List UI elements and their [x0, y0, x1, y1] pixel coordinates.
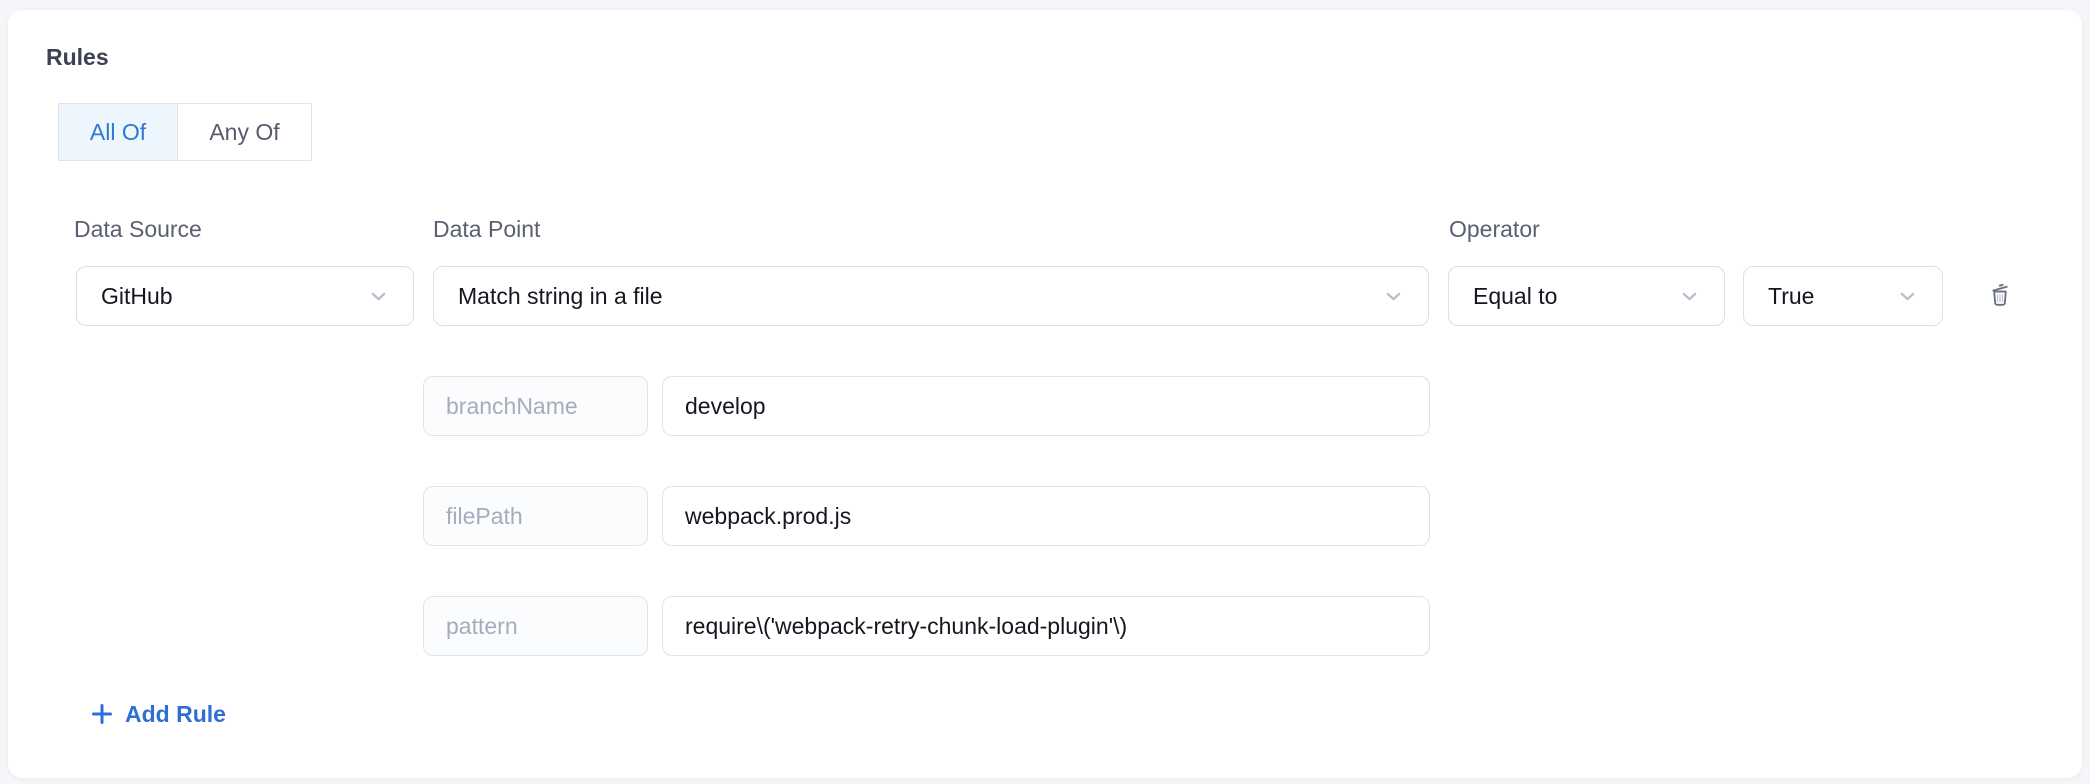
- operator-expected-value-select[interactable]: True: [1743, 266, 1943, 326]
- param-key-branchname: branchName: [423, 376, 648, 436]
- data-point-value: Match string in a file: [458, 282, 663, 309]
- add-rule-label: Add Rule: [125, 701, 226, 727]
- match-mode-toggle: All Of Any Of: [58, 103, 312, 161]
- data-point-label: Data Point: [433, 216, 541, 242]
- chevron-down-icon: [1679, 286, 1700, 307]
- toggle-all-of[interactable]: All Of: [59, 104, 178, 160]
- param-key-filepath: filePath: [423, 486, 648, 546]
- data-point-select[interactable]: Match string in a file: [433, 266, 1429, 326]
- operator-select[interactable]: Equal to: [1448, 266, 1725, 326]
- operator-value: Equal to: [1473, 282, 1558, 309]
- chevron-down-icon: [368, 286, 389, 307]
- data-source-label: Data Source: [74, 216, 202, 242]
- param-value-pattern-input[interactable]: [662, 596, 1430, 656]
- trash-icon: [1985, 280, 2015, 313]
- rules-panel: Rules All Of Any Of Data Source Data Poi…: [8, 10, 2082, 778]
- operator-expected-value: True: [1768, 282, 1815, 309]
- data-source-select[interactable]: GitHub: [76, 266, 414, 326]
- data-source-value: GitHub: [101, 282, 173, 309]
- operator-label: Operator: [1449, 216, 1540, 242]
- plus-icon: [90, 702, 114, 726]
- add-rule-button[interactable]: Add Rule: [90, 698, 226, 730]
- toggle-any-of[interactable]: Any Of: [178, 104, 311, 160]
- param-key-pattern: pattern: [423, 596, 648, 656]
- param-value-filepath-input[interactable]: [662, 486, 1430, 546]
- rules-section-title: Rules: [46, 44, 109, 70]
- param-value-branchname-input[interactable]: [662, 376, 1430, 436]
- delete-rule-button[interactable]: [1978, 274, 2022, 318]
- chevron-down-icon: [1383, 286, 1404, 307]
- chevron-down-icon: [1897, 286, 1918, 307]
